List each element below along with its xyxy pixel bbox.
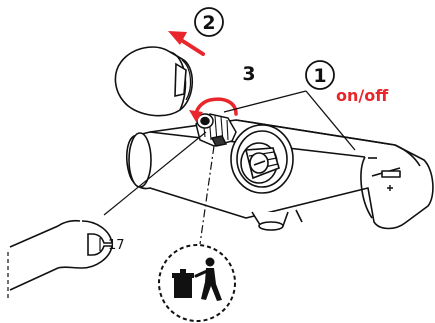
step1-leader-line bbox=[223, 90, 356, 151]
step-2-number: 2 bbox=[202, 12, 215, 34]
wrench-leader-line bbox=[103, 131, 207, 216]
step-1-number: 1 bbox=[313, 65, 326, 87]
step-2-badge: 2 bbox=[194, 7, 224, 37]
step-3-badge: 3 bbox=[242, 63, 255, 85]
valve-spindle bbox=[195, 113, 237, 147]
step-1-badge: 1 bbox=[305, 60, 335, 90]
step-3-number: 3 bbox=[242, 63, 255, 85]
pull-out-arrow-icon bbox=[168, 31, 205, 56]
counterclockwise-arrow-icon bbox=[189, 97, 238, 122]
wrench-icon bbox=[0, 218, 113, 298]
wrench-size-label: 17 bbox=[108, 238, 125, 253]
handle-cap bbox=[114, 46, 193, 117]
onoff-label: on/off bbox=[336, 86, 389, 105]
disposal-leader-line bbox=[199, 145, 215, 245]
waste-bin-disposal-icon bbox=[158, 244, 236, 322]
cartridge-housing bbox=[230, 124, 294, 194]
